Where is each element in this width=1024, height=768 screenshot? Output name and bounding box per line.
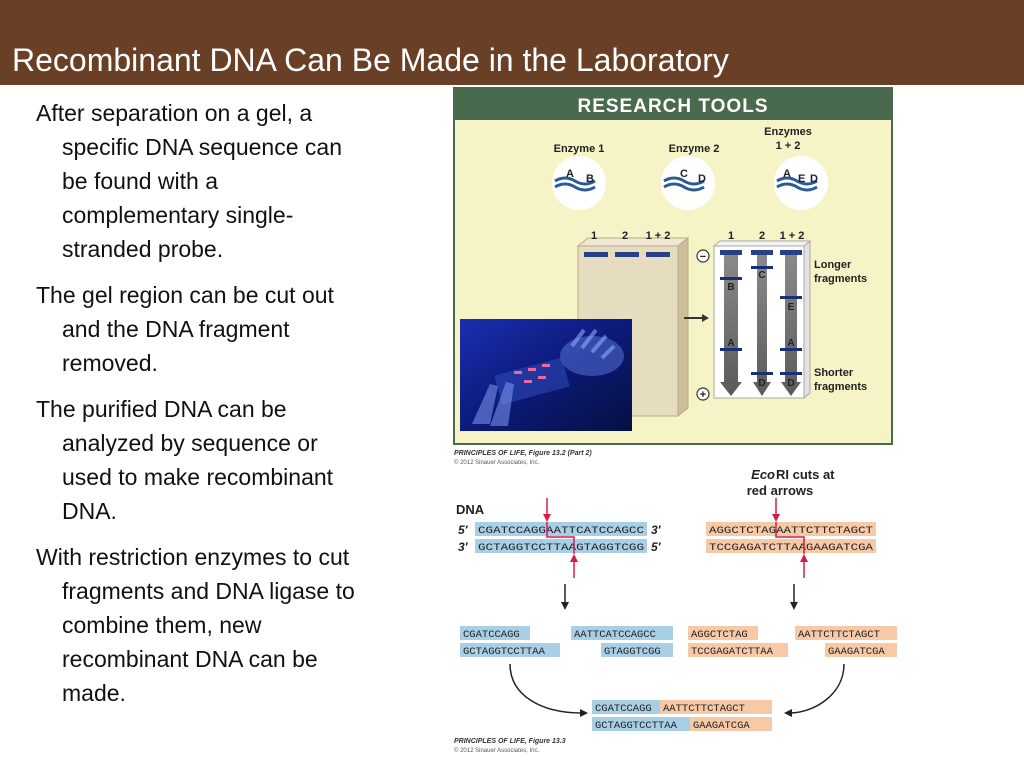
svg-text:AGGCTCTAGAATTCTTCTAGCT: AGGCTCTAGAATTCTTCTAGCT (709, 525, 873, 537)
fragment-3: AGGCTCTAG TCCGAGATCTTAA (688, 626, 788, 658)
enzyme1-diagram-icon: A B (552, 156, 606, 210)
left-cut-arrows-icon (543, 498, 578, 578)
paragraph-probe: After separation on a gel, a specific DN… (36, 100, 342, 262)
figure-panel: RESEARCH TOOLS Enzyme 1 Enzyme 2 Enzymes… (453, 87, 897, 754)
slide-title: Recombinant DNA Can Be Made in the Labor… (12, 42, 729, 78)
svg-text:D: D (698, 173, 706, 185)
svg-text:D: D (758, 378, 765, 389)
right-cut-arrows-icon (772, 498, 808, 578)
svg-text:B: B (586, 173, 594, 185)
svg-text:C: C (680, 168, 688, 180)
svg-text:E: E (798, 173, 805, 185)
lane-1-arrow (720, 254, 742, 396)
enzymes12-diagram-icon: A E D (774, 156, 828, 210)
ecori-label-italic: Eco (751, 467, 775, 482)
research-tools-header (454, 88, 892, 120)
paragraph-gel-cut: The gel region can be cut out and the DN… (36, 282, 334, 376)
recombinant-dna: CGATCCAGG AATTCTTCTAGCT GCTAGGTCCTTAA GA… (592, 700, 772, 732)
svg-text:2: 2 (759, 230, 765, 242)
svg-text:CGATCCAGGAATTCATCCAGCC: CGATCCAGGAATTCATCCAGCC (478, 525, 644, 537)
svg-text:red arrows: red arrows (747, 483, 813, 498)
svg-text:fragments: fragments (814, 273, 867, 285)
arrow-right-icon (684, 314, 709, 322)
down-arrow-right-icon (790, 584, 798, 610)
svg-text:D: D (787, 378, 794, 389)
research-tools-figure: RESEARCH TOOLS Enzyme 1 Enzyme 2 Enzymes… (453, 87, 893, 445)
right-dna-bottom-strand (706, 539, 876, 553)
svg-text:E: E (788, 302, 795, 313)
svg-text:B: B (727, 282, 734, 293)
paragraph-purified: The purified DNA can be analyzed by sequ… (36, 396, 334, 524)
svg-text:GCTAGGTCCTTAA: GCTAGGTCCTTAA (595, 720, 678, 732)
svg-text:GCTAGGTCCTTAA: GCTAGGTCCTTAA (463, 646, 546, 658)
research-tools-title: RESEARCH TOOLS (577, 96, 768, 117)
left-dna-bottom-strand (475, 539, 647, 553)
down-arrow-left-icon (561, 584, 569, 610)
svg-text:+: + (700, 389, 706, 401)
curved-arrow-left-icon (509, 663, 588, 717)
positive-electrode-icon: + (696, 387, 710, 401)
svg-text:fragments: fragments (814, 381, 867, 393)
svg-text:5′: 5′ (651, 540, 662, 554)
svg-text:CGATCCAGG: CGATCCAGG (595, 703, 652, 715)
enzymes12-label-line2: 1 + 2 (776, 140, 801, 152)
svg-text:TCCGAGATCTTAAGAAGATCGA: TCCGAGATCTTAAGAAGATCGA (709, 542, 874, 554)
lane-12-arrow (781, 254, 801, 396)
svg-text:D: D (810, 173, 818, 185)
right-dna-top-strand (706, 522, 876, 536)
lane-2-arrow (753, 254, 771, 396)
ecori-label: RI cuts at (776, 467, 835, 482)
svg-text:1: 1 (591, 230, 597, 242)
figure-13-2-copyright: © 2012 Sinauer Associates, Inc. (454, 459, 539, 466)
fragment-4: AATTCTTCTAGCT GAAGATCGA (795, 626, 897, 658)
svg-text:GAAGATCGA: GAAGATCGA (693, 720, 750, 732)
negative-electrode-icon: − (696, 249, 710, 263)
svg-text:GAAGATCGA: GAAGATCGA (828, 646, 885, 658)
enzyme2-diagram-icon: C D (661, 156, 715, 210)
svg-text:CGATCCAGG: CGATCCAGG (463, 629, 520, 641)
title-bar: Recombinant DNA Can Be Made in the Labor… (0, 0, 1024, 85)
svg-text:GCTAGGTCCTTAAGTAGGTCGG: GCTAGGTCCTTAAGTAGGTCGG (478, 542, 644, 554)
svg-text:A: A (783, 168, 791, 180)
svg-text:2: 2 (622, 230, 628, 242)
figure-13-3-credit: PRINCIPLES OF LIFE, Figure 13.3 (454, 738, 566, 745)
svg-text:3′: 3′ (458, 540, 469, 554)
svg-text:GTAGGTCGG: GTAGGTCGG (604, 646, 661, 658)
svg-text:TCCGAGATCTTAA: TCCGAGATCTTAA (691, 646, 774, 658)
gel-photo-image (460, 319, 632, 431)
left-dna-top-strand (475, 522, 647, 536)
enzyme1-label: Enzyme 1 (554, 143, 605, 155)
svg-text:A: A (787, 338, 794, 349)
svg-text:AGGCTCTAG: AGGCTCTAG (691, 629, 748, 641)
svg-text:−: − (700, 251, 706, 263)
ecori-figure: Eco RI cuts at red arrows DNA 5′ 3′ CGAT… (454, 467, 897, 754)
shorter-fragments-label: Shorter (814, 367, 854, 379)
body-text: After separation on a gel, a specific DN… (36, 96, 366, 722)
svg-text:AATTCTTCTAGCT: AATTCTTCTAGCT (663, 703, 745, 715)
enzyme2-label: Enzyme 2 (669, 143, 720, 155)
gel-slab-right: B C E A A D D (712, 239, 812, 400)
svg-text:1 + 2: 1 + 2 (780, 230, 805, 242)
svg-text:1 + 2: 1 + 2 (646, 230, 671, 242)
svg-text:3′: 3′ (651, 523, 662, 537)
curved-arrow-right-icon (784, 663, 845, 717)
fragment-1: CGATCCAGG GCTAGGTCCTTAA (460, 626, 560, 658)
svg-text:A: A (566, 168, 574, 180)
svg-text:5′: 5′ (458, 523, 469, 537)
svg-text:AATTCATCCAGCC: AATTCATCCAGCC (574, 629, 656, 641)
dna-label: DNA (456, 502, 485, 517)
svg-text:A: A (727, 338, 734, 349)
enzymes12-label-line1: Enzymes (764, 126, 812, 138)
svg-text:C: C (758, 270, 765, 281)
fragment-2: AATTCATCCAGCC GTAGGTCGG (571, 626, 673, 658)
figure-13-3-copyright: © 2012 Sinauer Associates, Inc. (454, 747, 539, 754)
svg-text:AATTCTTCTAGCT: AATTCTTCTAGCT (798, 629, 880, 641)
paragraph-restriction: With restriction enzymes to cut fragment… (36, 544, 355, 706)
longer-fragments-label: Longer (814, 259, 852, 271)
figure-13-2-credit: PRINCIPLES OF LIFE, Figure 13.2 (Part 2) (454, 450, 592, 457)
svg-text:1: 1 (728, 230, 734, 242)
